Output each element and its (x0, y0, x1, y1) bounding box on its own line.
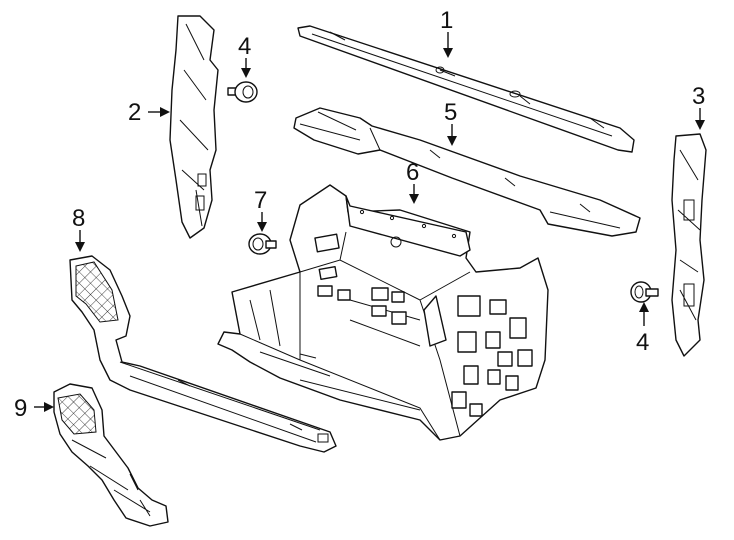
air-deflector-part-5 (293, 107, 641, 237)
side-bracket-left-part-2 (169, 15, 219, 239)
push-pin-upper-part-4 (227, 81, 258, 103)
air-duct-left-part-8 (69, 255, 337, 453)
callout-3: 3 (692, 83, 705, 110)
callout-4-lower: 4 (636, 329, 649, 356)
air-deflector-lower-part-9 (53, 383, 169, 527)
callout-6: 6 (406, 159, 419, 186)
push-pin-lower-part-4 (630, 281, 659, 303)
callout-2: 2 (128, 99, 141, 126)
callout-7: 7 (254, 187, 267, 214)
push-pin-part-7 (248, 233, 277, 255)
side-bracket-right-part-3 (671, 133, 707, 357)
radiator-support-part-6 (217, 184, 549, 441)
callout-4-upper: 4 (238, 33, 251, 60)
upper-tie-bar-part-1 (297, 25, 635, 153)
callout-9: 9 (14, 395, 27, 422)
callout-1: 1 (440, 7, 453, 34)
callout-8: 8 (72, 205, 85, 232)
callout-5: 5 (444, 99, 457, 126)
leader-lines (34, 32, 705, 412)
